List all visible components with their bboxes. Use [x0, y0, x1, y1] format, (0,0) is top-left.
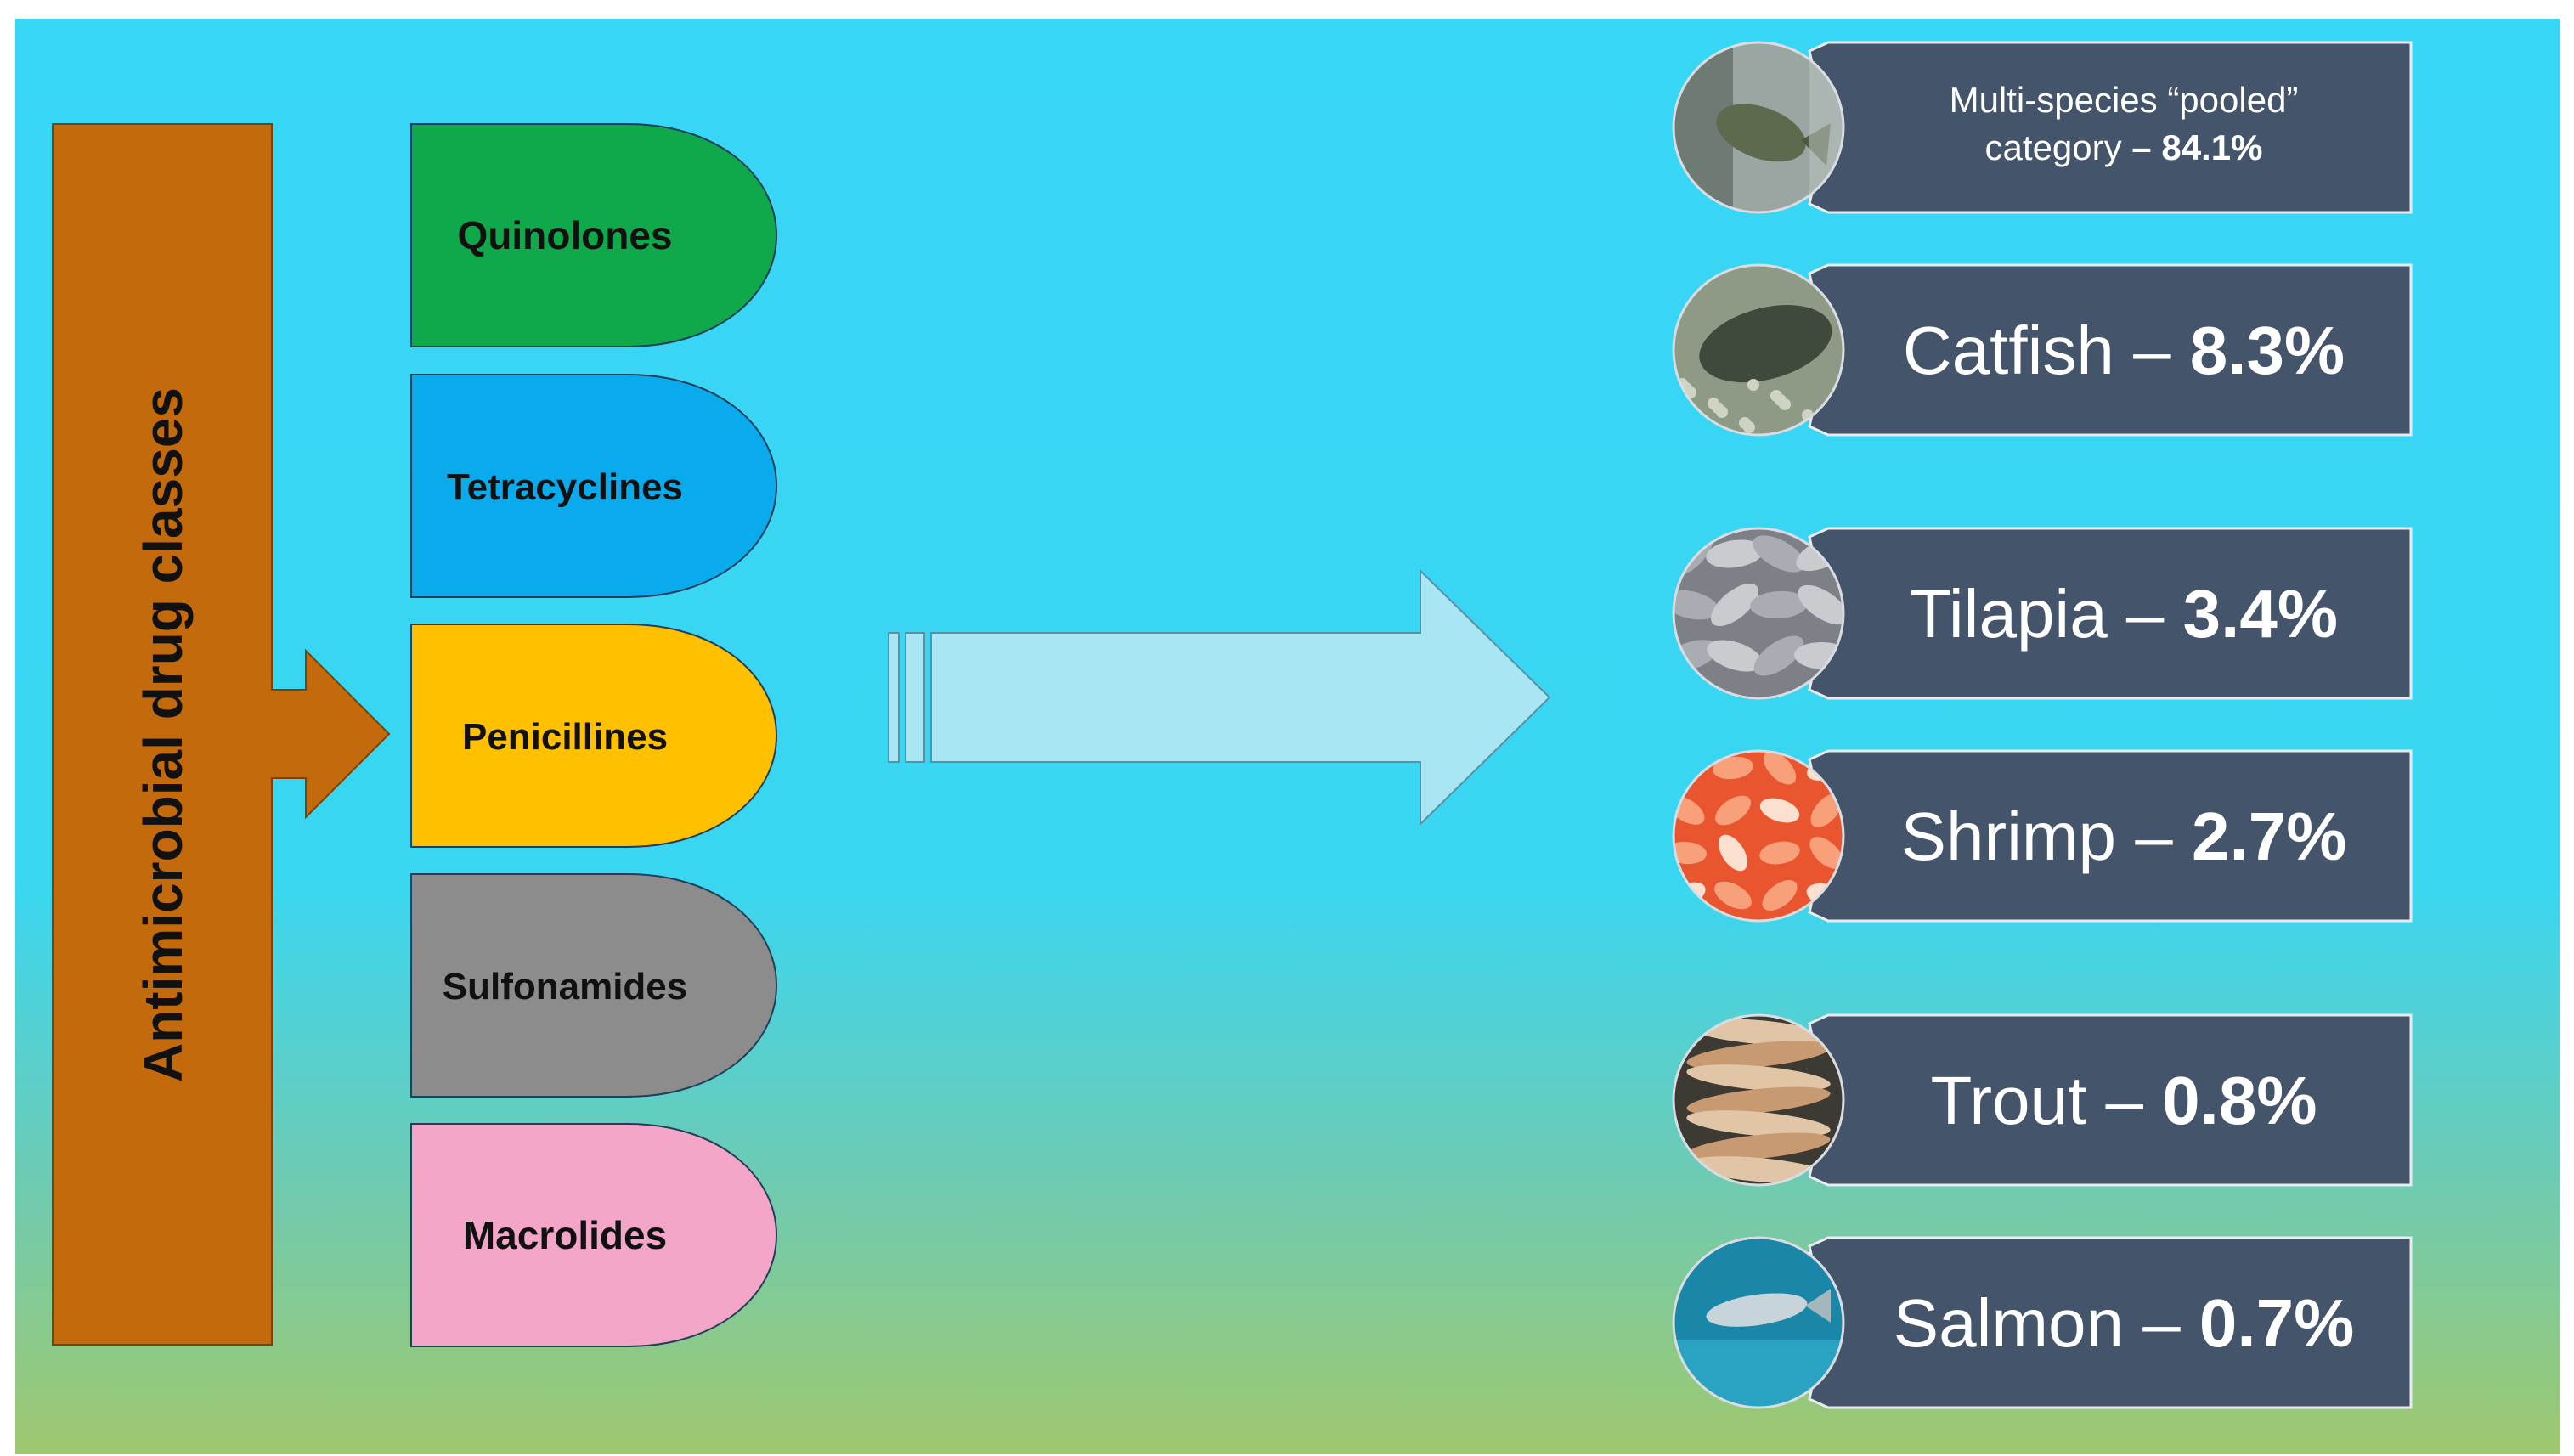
- species-percent: 84.1%: [2161, 127, 2262, 167]
- drug-class-label: Tetracyclines: [447, 466, 683, 508]
- species-label: Shrimp – 2.7%: [1901, 799, 2347, 874]
- species-item-trout: Trout – 0.8%: [1672, 1013, 2413, 1187]
- drug-class-label: Quinolones: [458, 213, 673, 257]
- species-item-multi-species: Multi-species “pooled” category – 84.1%: [1672, 41, 2413, 214]
- species-name: Tilapia: [1910, 576, 2108, 652]
- species-item-shrimp: Shrimp – 2.7%: [1672, 749, 2413, 923]
- separator: –: [2122, 127, 2162, 167]
- species-label: Trout – 0.8%: [1930, 1063, 2317, 1138]
- drug-class-list: QuinolonesTetracyclinesPenicillinesSulfo…: [410, 123, 778, 1347]
- trout-pile-photo: [1674, 1015, 1843, 1185]
- drug-class-macrolides: Macrolides: [410, 1123, 778, 1347]
- drug-class-shape: [410, 873, 778, 1098]
- drug-class-label: Sulfonamides: [443, 966, 688, 1007]
- big-right-arrow: [888, 568, 1551, 827]
- separator: –: [2116, 799, 2192, 874]
- drug-classes-label: Antimicrobial drug classes: [133, 387, 194, 1082]
- drug-class-shape: [410, 123, 778, 347]
- drug-class-label: Macrolides: [463, 1213, 667, 1257]
- species-percent: 8.3%: [2190, 313, 2345, 388]
- species-name: Trout: [1930, 1063, 2086, 1138]
- species-percent: 0.7%: [2199, 1285, 2354, 1361]
- drug-classes-label-bar: Antimicrobial drug classes: [52, 123, 391, 1346]
- species-item-tilapia: Tilapia – 3.4%: [1672, 527, 2413, 700]
- species-name: Shrimp: [1901, 799, 2116, 874]
- separator: –: [2114, 313, 2190, 388]
- drug-class-shape: [410, 624, 778, 848]
- drug-class-label: Penicillines: [462, 716, 668, 758]
- drug-class-shape: [410, 1123, 778, 1347]
- species-item-salmon: Salmon – 0.7%: [1672, 1236, 2413, 1409]
- separator: –: [2086, 1063, 2162, 1138]
- species-name-line2: category – 84.1%: [1985, 127, 2263, 167]
- species-name: Salmon: [1894, 1285, 2124, 1361]
- species-percent: 2.7%: [2192, 799, 2346, 874]
- separator: –: [2108, 576, 2183, 652]
- species-name: Catfish: [1903, 313, 2114, 388]
- separator: –: [2124, 1285, 2199, 1361]
- species-name-line2-text: category: [1985, 127, 2122, 167]
- drug-class-quinolones: Quinolones: [410, 123, 778, 347]
- drug-class-tetracyclines: Tetracyclines: [410, 374, 778, 598]
- drug-class-shape: [410, 374, 778, 598]
- salmon-underwater-photo: [1674, 1238, 1843, 1408]
- drug-class-penicillines: Penicillines: [410, 624, 778, 848]
- species-item-catfish: Catfish – 8.3%: [1672, 263, 2413, 437]
- species-percent: 0.8%: [2162, 1063, 2317, 1138]
- species-label: Salmon – 0.7%: [1894, 1285, 2355, 1361]
- drug-class-sulfonamides: Sulfonamides: [410, 873, 778, 1098]
- species-label: Catfish – 8.3%: [1903, 313, 2345, 388]
- species-percent: 3.4%: [2183, 576, 2338, 652]
- species-name: Multi-species “pooled”: [1950, 80, 2299, 120]
- species-label: Tilapia – 3.4%: [1910, 576, 2338, 652]
